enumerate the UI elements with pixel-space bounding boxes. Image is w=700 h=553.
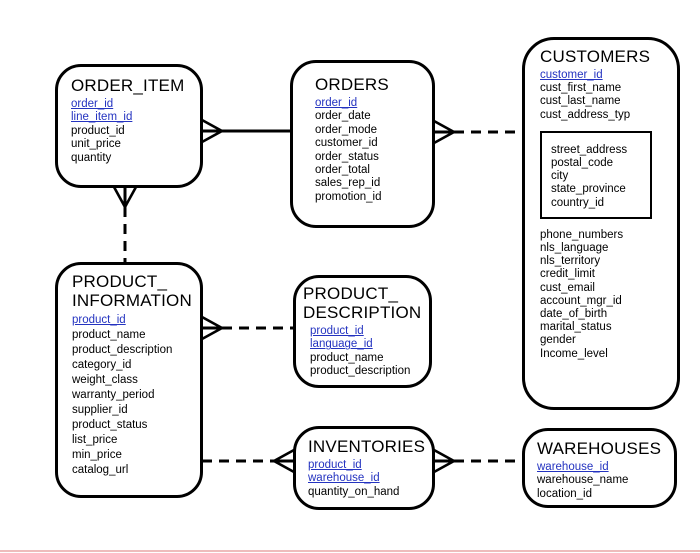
field-state_province: state_province (551, 183, 626, 196)
entity-title: PRODUCT_ DESCRIPTION (303, 284, 422, 322)
field-customer_id: customer_id (315, 137, 378, 150)
page-bottom-rule (0, 550, 700, 552)
field-product_id: product_id (310, 325, 364, 337)
field-order_total: order_total (315, 164, 370, 177)
field-street_address: street_address (551, 143, 628, 156)
field-unit_price: unit_price (71, 138, 121, 151)
entity-title: PRODUCT_ INFORMATION (72, 272, 192, 310)
entity-title: WAREHOUSES (537, 439, 662, 458)
field-warranty_period: warranty_period (72, 389, 155, 401)
field-cust_address_typ: cust_address_typ (540, 108, 631, 121)
entity-title: ORDER_ITEM (71, 76, 185, 95)
crow-foot-icon (271, 448, 295, 474)
field-product_status: product_status (72, 419, 148, 431)
field-warehouse_id: warehouse_id (537, 461, 609, 473)
field-country_id: country_id (551, 196, 605, 209)
field-order_date: order_date (315, 110, 371, 123)
field-sales_rep_id: sales_rep_id (315, 177, 381, 190)
rel-inventories-warehouses (433, 448, 523, 474)
entity-title: CUSTOMERS (540, 47, 651, 66)
field-phone_numbers: phone_numbers (540, 228, 624, 241)
field-gender: gender (540, 334, 576, 347)
crow-foot-icon (201, 118, 225, 144)
crow-foot-icon (433, 119, 457, 145)
rel-order-item-orders (201, 118, 290, 144)
field-product_description: product_description (72, 344, 173, 356)
field-catalog_url: catalog_url (72, 464, 129, 476)
rel-product-information-product-description (201, 315, 294, 341)
field-product_name: product_name (310, 351, 384, 364)
field-product_description: product_description (310, 365, 411, 378)
field-product_name: product_name (72, 329, 146, 341)
field-category_id: category_id (72, 359, 132, 371)
field-warehouse_name: warehouse_name (537, 474, 629, 487)
entity-fields: product_id product_name product_descriptio… (72, 313, 196, 478)
field-account_mgr_id: account_mgr_id (540, 294, 622, 307)
entity-product-information[interactable]: PRODUCT_ INFORMATION product_id product_n… (55, 262, 203, 498)
field-line_item_id: line_item_id (71, 111, 133, 124)
field-product_id: product_id (71, 124, 125, 137)
field-product_id: product_id (308, 459, 362, 471)
field-quantity: quantity (71, 151, 112, 164)
field-location_id: location_id (537, 487, 592, 500)
rel-orders-customers (433, 119, 523, 145)
field-order_id: order_id (315, 97, 358, 109)
field-cust_last_name: cust_last_name (540, 95, 621, 108)
field-city: city (551, 170, 569, 183)
field-credit_limit: credit_limit (540, 268, 595, 281)
field-order_mode: order_mode (315, 123, 378, 136)
field-customer_id: customer_id (540, 69, 603, 81)
field-quantity_on_hand: quantity_on_hand (308, 485, 400, 498)
field-cust_email: cust_email (540, 281, 595, 294)
crow-foot-icon (112, 186, 138, 210)
field-language_id: language_id (310, 338, 373, 351)
field-cust_first_name: cust_first_name (540, 82, 622, 95)
entity-title: ORDERS (315, 75, 389, 94)
field-marital_status: marital_status (540, 321, 612, 334)
field-order_status: order_status (315, 150, 379, 163)
field-supplier_id: supplier_id (72, 404, 128, 416)
field-Income_level: Income_level (540, 347, 608, 360)
field-product_id: product_id (72, 314, 126, 326)
rel-order-item-product-information (112, 186, 138, 263)
crow-foot-icon (201, 315, 225, 341)
field-warehouse_id: warehouse_id (308, 472, 380, 485)
field-nls_territory: nls_territory (540, 255, 601, 268)
field-weight_class: weight_class (72, 374, 138, 386)
field-postal_code: postal_code (551, 157, 614, 170)
field-promotion_id: promotion_id (315, 190, 382, 203)
field-min_price: min_price (72, 449, 122, 461)
field-nls_language: nls_language (540, 242, 609, 255)
field-order_id: order_id (71, 98, 114, 110)
field-list_price: list_price (72, 434, 118, 446)
rel-product-information-inventories (202, 448, 295, 474)
entity-title: INVENTORIES (308, 437, 426, 456)
field-date_of_birth: date_of_birth (540, 308, 608, 321)
crow-foot-icon (433, 448, 457, 474)
